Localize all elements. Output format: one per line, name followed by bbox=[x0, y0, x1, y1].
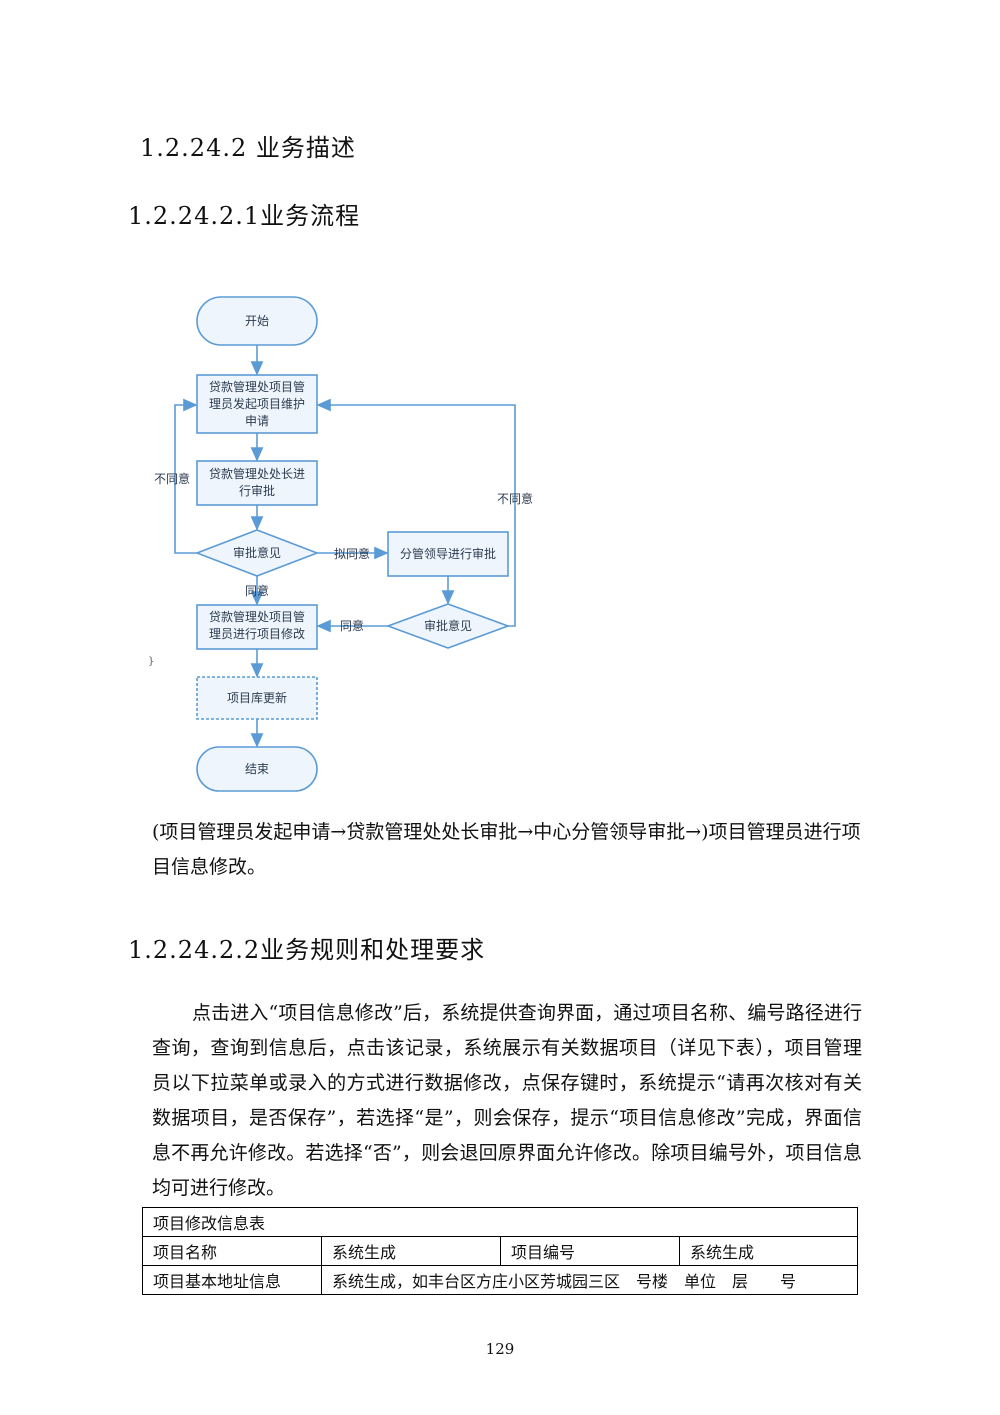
apply-label-2: 理员发起项目维护 bbox=[209, 396, 305, 411]
table-cell: 项目编号 bbox=[500, 1236, 680, 1266]
edge-disagree-right bbox=[316, 398, 516, 627]
decision-node-2 bbox=[385, 603, 511, 649]
end-label: 结束 bbox=[245, 762, 269, 776]
table-row: 项目名称 系统生成 项目编号 系统生成 bbox=[142, 1236, 858, 1266]
flow-heading: 1.2.24.2.1业务流程 bbox=[128, 202, 361, 230]
table-cell: 系统生成，如丰台区方庄小区芳城园三区 号楼 单位 层 号 bbox=[321, 1265, 858, 1295]
apply-label-1: 贷款管理处项目管 bbox=[209, 379, 305, 394]
table-row: 项目基本地址信息 系统生成，如丰台区方庄小区芳城园三区 号楼 单位 层 号 bbox=[142, 1265, 858, 1295]
table-cell: 项目基本地址信息 bbox=[142, 1265, 322, 1295]
tentative-label: 拟同意 bbox=[334, 546, 370, 561]
apply-label-3: 申请 bbox=[245, 414, 269, 428]
apply-node bbox=[196, 374, 318, 434]
update-label: 项目库更新 bbox=[227, 690, 287, 705]
decision2-label: 审批意见 bbox=[424, 618, 472, 633]
table-cell: 项目名称 bbox=[142, 1236, 322, 1266]
agree-left-label: 同意 bbox=[340, 618, 364, 633]
rules-heading: 1.2.24.2.2业务规则和处理要求 bbox=[128, 936, 486, 964]
agree-down-label: 同意 bbox=[245, 583, 269, 598]
leader-label: 分管领导进行审批 bbox=[400, 546, 496, 561]
director-label-2: 行审批 bbox=[239, 483, 275, 498]
decision1-label: 审批意见 bbox=[233, 545, 281, 560]
edge-disagree-left bbox=[174, 398, 198, 554]
director-label-1: 贷款管理处处长进 bbox=[209, 466, 305, 481]
stray-mark: } bbox=[148, 656, 155, 667]
table-cell: 系统生成 bbox=[321, 1236, 501, 1266]
section-heading: 1.2.24.2 业务描述 bbox=[140, 134, 356, 162]
disagree-left-label: 不同意 bbox=[154, 471, 190, 486]
start-label: 开始 bbox=[245, 314, 269, 328]
update-node bbox=[196, 676, 318, 720]
page-number: 129 bbox=[485, 1340, 515, 1358]
table-row: 项目修改信息表 bbox=[142, 1207, 858, 1237]
rules-paragraph: 点击进入“项目信息修改”后，系统提供查询界面，通过项目名称、编号路径进行查询，查… bbox=[152, 1002, 862, 1199]
project-info-table: 项目修改信息表 项目名称 系统生成 项目编号 系统生成 项目基本地址信息 系统生… bbox=[142, 1207, 858, 1295]
disagree-right-label: 不同意 bbox=[497, 491, 533, 506]
modify-label-2: 理员进行项目修改 bbox=[209, 626, 305, 641]
table-title: 项目修改信息表 bbox=[142, 1207, 858, 1237]
modify-label-1: 贷款管理处项目管 bbox=[209, 609, 305, 624]
flowchart: 开始 贷款管理处项目管 理员发起项目维护 申请 贷款管理处处长进 行审批 审批意… bbox=[154, 296, 533, 792]
flow-caption: (项目管理员发起申请→贷款管理处处长审批→中心分管领导审批→)项目管理员进行项目… bbox=[152, 821, 861, 878]
table-cell: 系统生成 bbox=[679, 1236, 858, 1266]
